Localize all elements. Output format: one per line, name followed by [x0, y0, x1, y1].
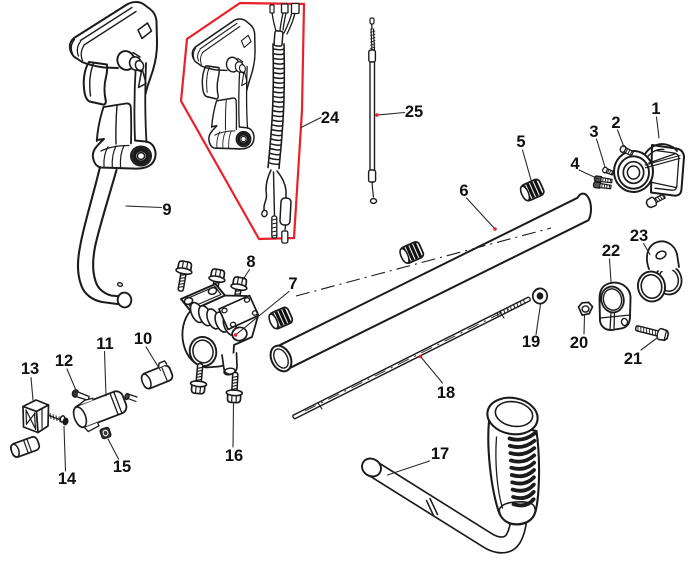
svg-text:7: 7: [288, 275, 297, 293]
svg-text:9: 9: [162, 201, 171, 219]
svg-text:3: 3: [589, 123, 598, 141]
svg-text:10: 10: [134, 330, 152, 348]
svg-text:25: 25: [405, 103, 423, 121]
svg-text:6: 6: [459, 182, 468, 200]
svg-text:5: 5: [516, 133, 525, 151]
svg-text:14: 14: [58, 470, 77, 488]
svg-text:22: 22: [602, 242, 620, 260]
svg-text:12: 12: [55, 352, 73, 370]
svg-text:8: 8: [246, 253, 255, 271]
svg-text:24: 24: [321, 109, 340, 127]
svg-text:19: 19: [522, 333, 540, 351]
svg-text:2: 2: [611, 114, 620, 132]
svg-text:4: 4: [570, 155, 580, 173]
svg-text:23: 23: [630, 227, 648, 245]
svg-text:21: 21: [624, 350, 642, 368]
svg-text:18: 18: [437, 384, 455, 402]
svg-text:20: 20: [570, 334, 588, 352]
svg-text:16: 16: [225, 447, 243, 465]
svg-text:15: 15: [113, 458, 131, 476]
svg-text:13: 13: [21, 360, 39, 378]
svg-text:17: 17: [431, 445, 449, 463]
svg-text:1: 1: [651, 100, 660, 118]
svg-text:11: 11: [96, 335, 113, 353]
